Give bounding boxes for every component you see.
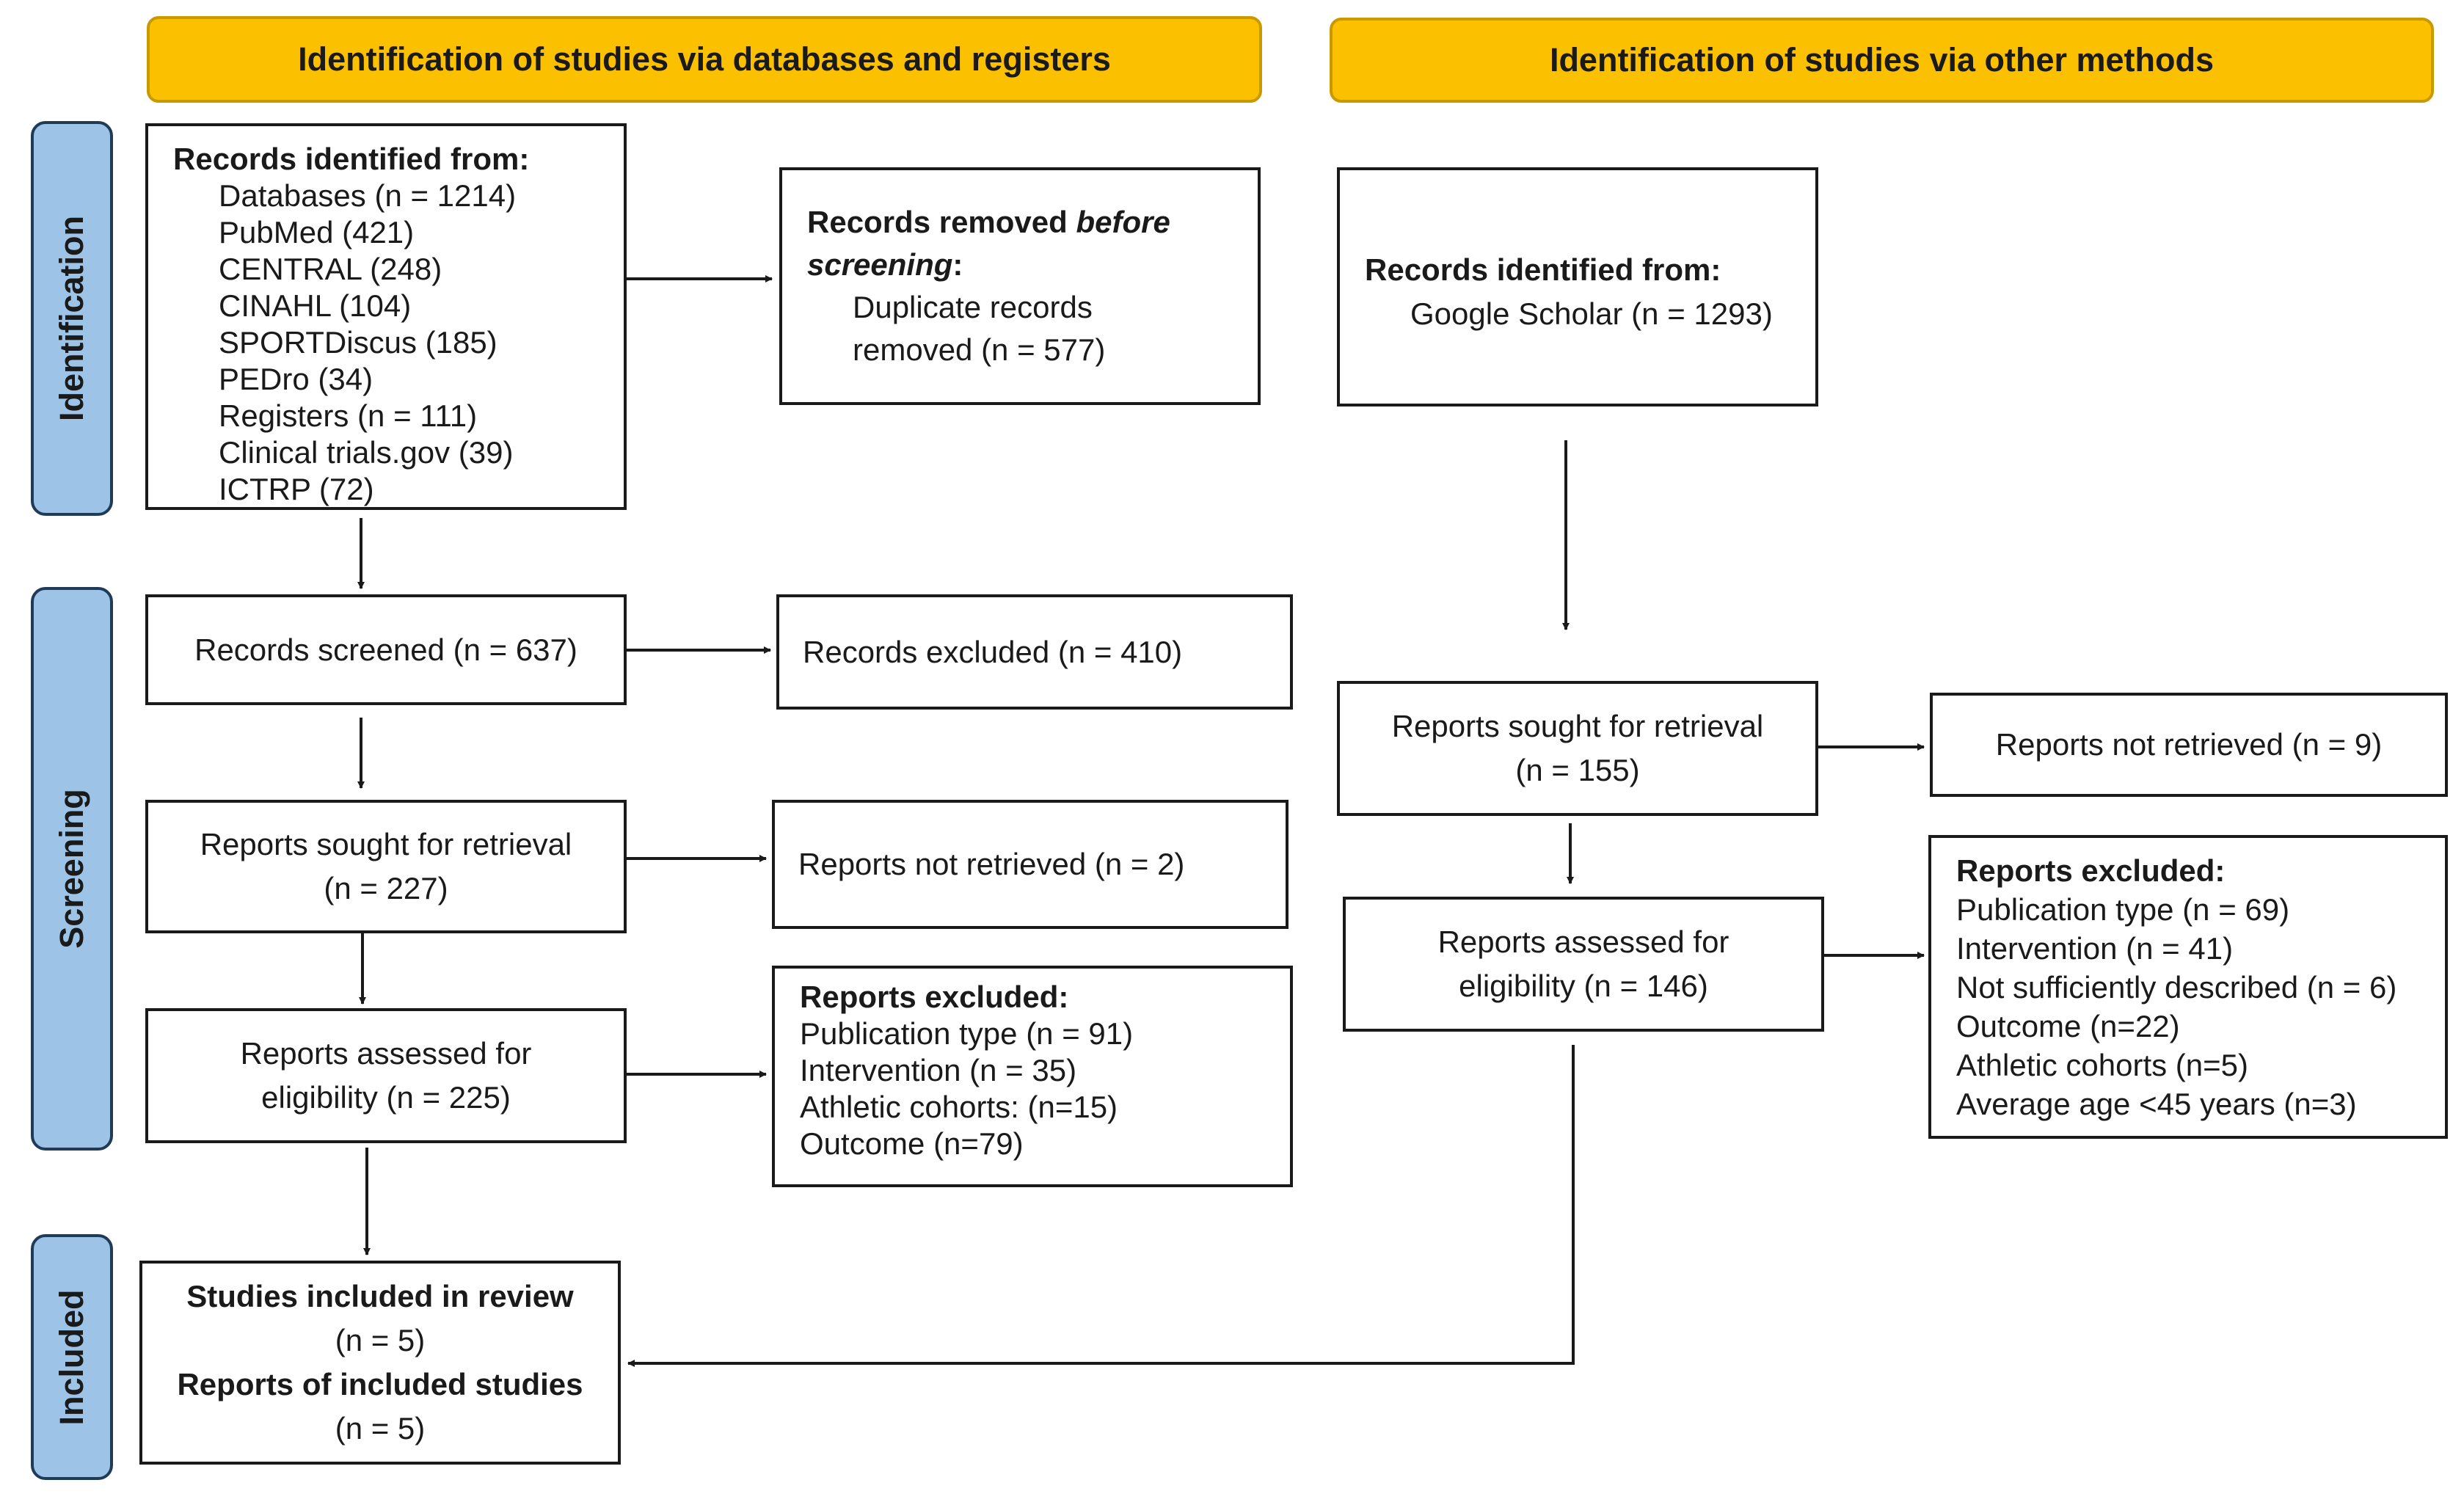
other-reports-assessed-line2: eligibility (n = 146) [1459, 969, 1708, 1003]
records-identified-box: Records identified from: Databases (n = … [145, 123, 627, 510]
other-reports-sought-box: Reports sought for retrieval (n = 155) [1337, 681, 1818, 816]
reports-included-count: (n = 5) [335, 1411, 426, 1446]
reports-included-label: Reports of included studies [177, 1367, 583, 1401]
phase-screening: Screening [31, 587, 113, 1151]
other-exclusion-reason: Outcome (n=22) [1956, 1009, 2180, 1043]
other-exclusion-reason: Athletic cohorts (n=5) [1956, 1048, 2249, 1082]
records-removed-title-line2: screening: [807, 244, 1258, 286]
other-reports-excluded-title: Reports excluded: [1956, 853, 2226, 888]
source-line: Clinical trials.gov (39) [219, 435, 514, 470]
records-screened-box: Records screened (n = 637) [145, 594, 627, 705]
reports-excluded-title: Reports excluded: [800, 980, 1069, 1014]
header-other-methods: Identification of studies via other meth… [1330, 18, 2434, 103]
other-reports-sought-line2: (n = 155) [1515, 753, 1640, 787]
records-excluded-box: Records excluded (n = 410) [776, 594, 1293, 710]
source-line: ICTRP (72) [219, 472, 374, 506]
duplicate-records-line2: removed (n = 577) [853, 332, 1106, 367]
records-identified-title: Records identified from: [173, 142, 530, 176]
exclusion-reason: Athletic cohorts: (n=15) [800, 1090, 1118, 1124]
reports-assessed-line2: eligibility (n = 225) [261, 1080, 511, 1115]
duplicate-records-line1: Duplicate records [853, 290, 1093, 324]
exclusion-reason: Intervention (n = 35) [800, 1053, 1077, 1087]
records-removed-title-em-2: screening [807, 247, 953, 282]
other-exclusion-reason: Average age <45 years (n=3) [1956, 1087, 2357, 1121]
source-line: Registers (n = 111) [219, 398, 478, 433]
other-reports-assessed-line1: Reports assessed for [1437, 925, 1729, 959]
records-removed-box: Records removed before screening: Duplic… [779, 167, 1261, 405]
header-databases-registers: Identification of studies via databases … [147, 16, 1262, 103]
other-reports-assessed-box: Reports assessed for eligibility (n = 14… [1343, 897, 1824, 1032]
records-removed-title-post: : [952, 247, 963, 282]
records-removed-title-em-1: before [1076, 205, 1170, 239]
phase-identification: Identification [31, 121, 113, 516]
google-scholar-line: Google Scholar (n = 1293) [1410, 296, 1773, 331]
reports-sought-line1: Reports sought for retrieval [200, 827, 572, 861]
other-records-identified-title: Records identified from: [1365, 252, 1721, 287]
arrow-other-assessed-to-included [627, 1045, 1575, 1367]
other-exclusion-reason: Intervention (n = 41) [1956, 931, 2234, 966]
records-screened-label: Records screened (n = 637) [194, 632, 577, 667]
records-excluded-label: Records excluded (n = 410) [803, 634, 1183, 669]
reports-assessed-box: Reports assessed for eligibility (n = 22… [145, 1008, 627, 1143]
other-reports-sought-line1: Reports sought for retrieval [1391, 709, 1764, 743]
reports-not-retrieved-box: Reports not retrieved (n = 2) [772, 800, 1289, 929]
source-line: Databases (n = 1214) [219, 178, 517, 213]
other-records-identified-box: Records identified from: Google Scholar … [1337, 167, 1818, 407]
reports-not-retrieved-label: Reports not retrieved (n = 2) [798, 847, 1185, 881]
source-line: PubMed (421) [219, 215, 415, 249]
exclusion-reason: Outcome (n=79) [800, 1126, 1024, 1161]
studies-included-count: (n = 5) [335, 1323, 426, 1357]
studies-included-box: Studies included in review (n = 5) Repor… [139, 1261, 621, 1465]
studies-included-label: Studies included in review [186, 1279, 574, 1313]
other-exclusion-reason: Publication type (n = 69) [1956, 892, 2290, 927]
source-line: CENTRAL (248) [219, 252, 442, 286]
source-line: PEDro (34) [219, 362, 373, 396]
source-line: CINAHL (104) [219, 288, 412, 323]
other-reports-not-retrieved-label: Reports not retrieved (n = 9) [1995, 727, 2383, 762]
other-exclusion-reason: Not sufficiently described (n = 6) [1956, 970, 2397, 1005]
reports-excluded-box: Reports excluded: Publication type (n = … [772, 966, 1293, 1187]
reports-assessed-line1: Reports assessed for [240, 1036, 532, 1071]
reports-sought-line2: (n = 227) [324, 871, 448, 905]
records-removed-title: Records removed before [807, 201, 1258, 244]
source-line: SPORTDiscus (185) [219, 325, 497, 360]
other-reports-not-retrieved-box: Reports not retrieved (n = 9) [1930, 693, 2448, 797]
other-reports-excluded-box: Reports excluded: Publication type (n = … [1928, 835, 2448, 1139]
phase-included: Included [31, 1234, 113, 1480]
reports-sought-box: Reports sought for retrieval (n = 227) [145, 800, 627, 933]
exclusion-reason: Publication type (n = 91) [800, 1016, 1134, 1051]
records-removed-title-pre: Records removed [807, 205, 1076, 239]
